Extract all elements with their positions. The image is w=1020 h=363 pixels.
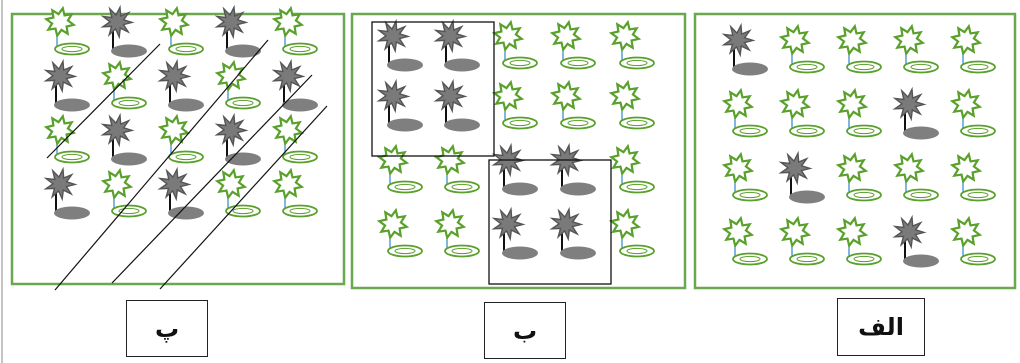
- healthy-plant-icon: [611, 22, 654, 68]
- healthy-plant-icon: [838, 218, 881, 264]
- infected-plant-icon: [494, 145, 538, 195]
- infected-plant-icon: [436, 21, 480, 71]
- infected-plant-icon: [274, 61, 318, 111]
- infected-plant-icon: [46, 169, 90, 219]
- healthy-plant-icon: [46, 116, 89, 162]
- healthy-plant-icon: [838, 26, 881, 72]
- healthy-plant-icon: [838, 154, 881, 200]
- healthy-plant-icon: [436, 210, 479, 256]
- healthy-plant-icon: [494, 22, 537, 68]
- healthy-plant-icon: [724, 154, 767, 200]
- diagonal-line: [55, 40, 268, 290]
- healthy-plant-icon: [552, 22, 595, 68]
- healthy-plant-icon: [952, 218, 995, 264]
- healthy-plant-icon: [611, 146, 654, 192]
- infected-plant-icon: [217, 115, 261, 165]
- healthy-plant-icon: [436, 146, 479, 192]
- infected-plant-icon: [552, 145, 596, 195]
- healthy-plant-icon: [952, 154, 995, 200]
- infected-plant-icon: [436, 81, 480, 131]
- healthy-plant-icon: [217, 170, 260, 216]
- infected-plant-icon: [379, 21, 423, 71]
- healthy-plant-icon: [724, 218, 767, 264]
- panel-label-alef: الف: [837, 298, 925, 356]
- panel-label-be: ب: [484, 302, 566, 359]
- panel-frame: [695, 14, 1015, 288]
- healthy-plant-icon: [103, 170, 146, 216]
- healthy-plant-icon: [494, 82, 537, 128]
- panel-alef: [695, 14, 1015, 288]
- healthy-plant-icon: [952, 90, 995, 136]
- panel-be: [352, 14, 685, 288]
- healthy-plant-icon: [611, 82, 654, 128]
- infected-plant-icon: [46, 61, 90, 111]
- infected-plant-icon: [724, 25, 768, 75]
- healthy-plant-icon: [838, 90, 881, 136]
- healthy-plant-icon: [781, 218, 824, 264]
- panel-pe: [12, 7, 344, 290]
- healthy-plant-icon: [781, 90, 824, 136]
- healthy-plant-icon: [552, 82, 595, 128]
- infected-plant-icon: [895, 89, 939, 139]
- healthy-plant-icon: [952, 26, 995, 72]
- healthy-plant-icon: [611, 210, 654, 256]
- healthy-plant-icon: [781, 26, 824, 72]
- infected-plant-icon: [379, 81, 423, 131]
- infected-plant-icon: [103, 115, 147, 165]
- healthy-plant-icon: [379, 146, 422, 192]
- healthy-plant-icon: [217, 62, 260, 108]
- panel-label-pe: پ: [126, 300, 208, 357]
- infected-plant-icon: [160, 61, 204, 111]
- healthy-plant-icon: [724, 90, 767, 136]
- healthy-plant-icon: [895, 26, 938, 72]
- infected-plant-icon: [895, 217, 939, 267]
- healthy-plant-icon: [379, 210, 422, 256]
- infected-plant-icon: [552, 209, 596, 259]
- healthy-plant-icon: [274, 170, 317, 216]
- healthy-plant-icon: [103, 62, 146, 108]
- infected-plant-icon: [781, 153, 825, 203]
- infected-plant-icon: [494, 209, 538, 259]
- healthy-plant-icon: [895, 154, 938, 200]
